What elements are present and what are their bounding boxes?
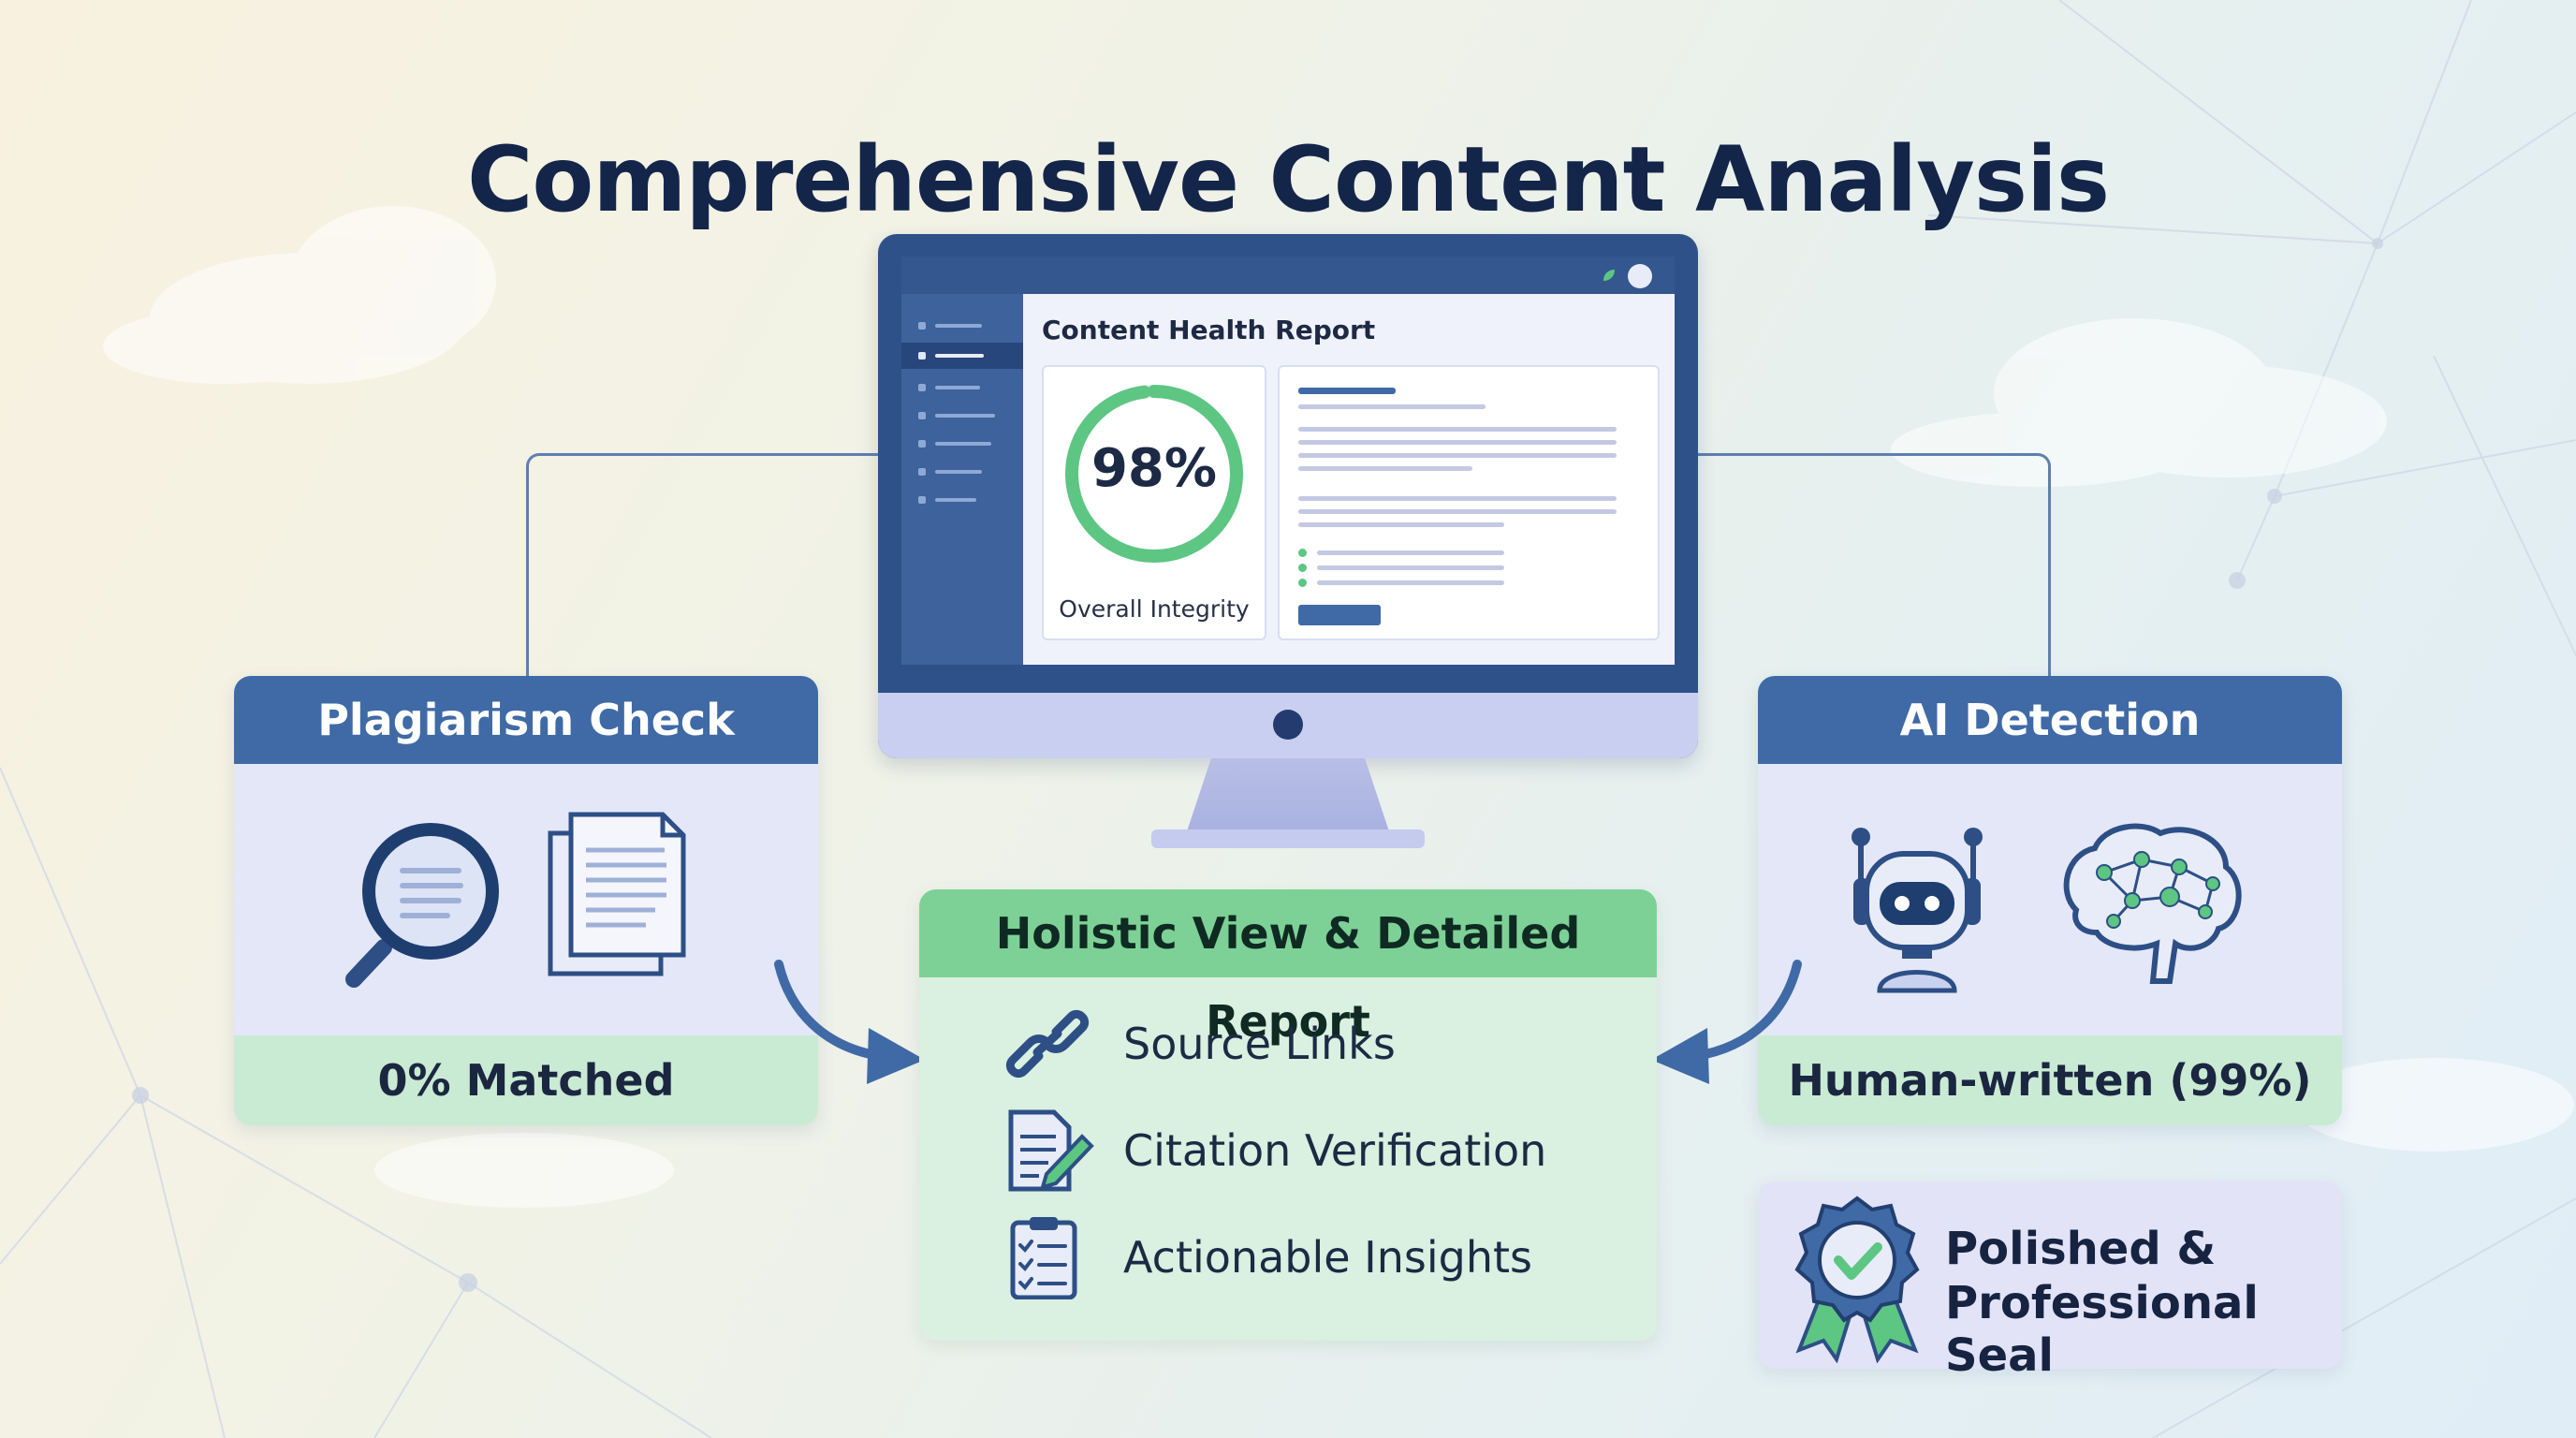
ai-detection-result: Human-written (99%) [1758, 1035, 2342, 1125]
connector-right [1698, 453, 2051, 681]
screen-sidebar [901, 294, 1023, 665]
holistic-heading: Holistic View & Detailed Report [919, 889, 1657, 1047]
link-icon [1005, 1009, 1090, 1078]
monitor-power-dot [1273, 710, 1303, 740]
feature-label: Actionable Insights [1123, 1232, 1532, 1283]
monitor-stand [1187, 758, 1389, 831]
arrow-right-to-center [1651, 960, 1802, 1084]
feature-label: Source Links [1123, 1019, 1396, 1069]
feature-actionable-insights: Actionable Insights [1002, 1215, 1638, 1299]
screen-topbar [901, 257, 1675, 294]
leaf-icon [1603, 270, 1615, 281]
feature-source-links: Source Links [1002, 1002, 1638, 1086]
plagiarism-result: 0% Matched [234, 1035, 818, 1125]
award-seal-icon [1794, 1196, 1920, 1363]
plagiarism-panel: Plagiarism Check 0% Mat [234, 676, 818, 1125]
brain-network-icon [2063, 823, 2242, 984]
holistic-report-panel: Holistic View & Detailed Report Source L… [919, 889, 1657, 1341]
clipboard-checklist-icon [1010, 1217, 1077, 1299]
integrity-gauge [1065, 385, 1243, 563]
seal-line-1: Polished & [1945, 1223, 2217, 1275]
report-content: Content Health Report 98% Overall Integr… [1023, 294, 1675, 665]
monitor-screen: Content Health Report 98% Overall Integr… [901, 257, 1675, 665]
documents-icon [548, 812, 686, 976]
document-edit-icon [1008, 1109, 1094, 1192]
integrity-card: 98% Overall Integrity [1042, 365, 1266, 640]
integrity-gauge-arc [1065, 385, 1243, 563]
ai-detection-heading: AI Detection [1758, 676, 2342, 764]
magnifier-icon [345, 823, 499, 988]
view-details-button[interactable] [1298, 605, 1381, 625]
robot-icon [1852, 828, 1983, 993]
seal-line-2: Professional Seal [1945, 1277, 2259, 1382]
plagiarism-heading: Plagiarism Check [234, 676, 818, 764]
feature-label: Citation Verification [1123, 1125, 1547, 1176]
arrow-left-to-center [774, 960, 925, 1084]
integrity-value: 98% [1090, 438, 1218, 499]
ai-detection-panel: AI Detection [1758, 676, 2342, 1125]
user-avatar[interactable] [1628, 264, 1652, 288]
summary-card [1278, 365, 1660, 640]
professional-seal-card: Polished & Professional Seal [1758, 1181, 2342, 1382]
report-title: Content Health Report [1042, 315, 1376, 345]
feature-citation-verification: Citation Verification [1002, 1108, 1638, 1193]
page-title: Comprehensive Content Analysis [466, 127, 2110, 233]
integrity-label: Overall Integrity [1059, 595, 1250, 623]
connector-left [526, 453, 881, 681]
sidebar-item-active[interactable] [901, 343, 1023, 369]
monitor-base [1151, 829, 1425, 848]
